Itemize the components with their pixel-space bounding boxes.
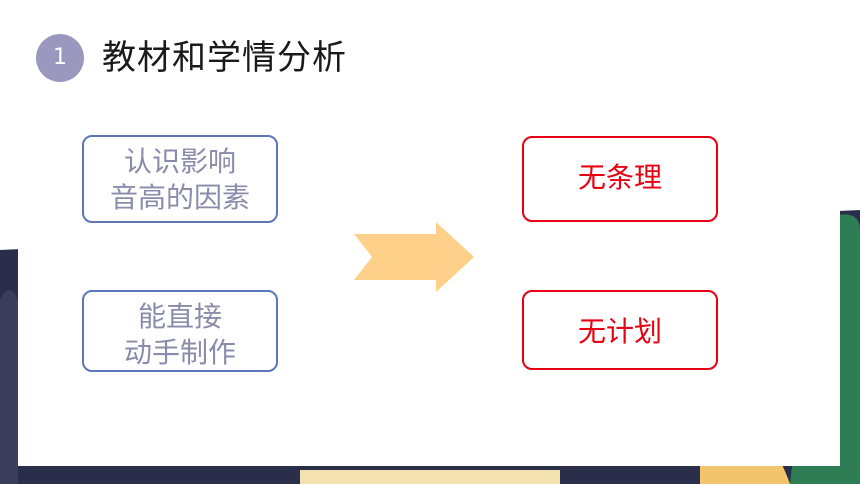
dark-left-shape	[0, 290, 18, 484]
right-box-no-order: 无条理	[522, 136, 718, 222]
section-number-badge: 1	[36, 34, 84, 82]
right-box-no-plan: 无计划	[522, 290, 718, 370]
left-box-factors: 认识影响 音高的因素	[82, 135, 278, 223]
right-arrow-icon	[354, 222, 474, 292]
left-box-factors-line2: 音高的因素	[109, 181, 250, 214]
left-box-handmade-line2: 动手制作	[123, 336, 236, 369]
left-box-factors-line1: 认识影响	[123, 145, 236, 178]
left-box-handmade: 能直接 动手制作	[82, 290, 278, 372]
cream-bottom-shape	[300, 470, 560, 484]
right-box-no-plan-label: 无计划	[577, 315, 662, 348]
left-box-handmade-line1: 能直接	[137, 300, 222, 333]
right-box-no-order-label: 无条理	[577, 161, 662, 194]
slide-title: 教材和学情分析	[102, 38, 347, 78]
